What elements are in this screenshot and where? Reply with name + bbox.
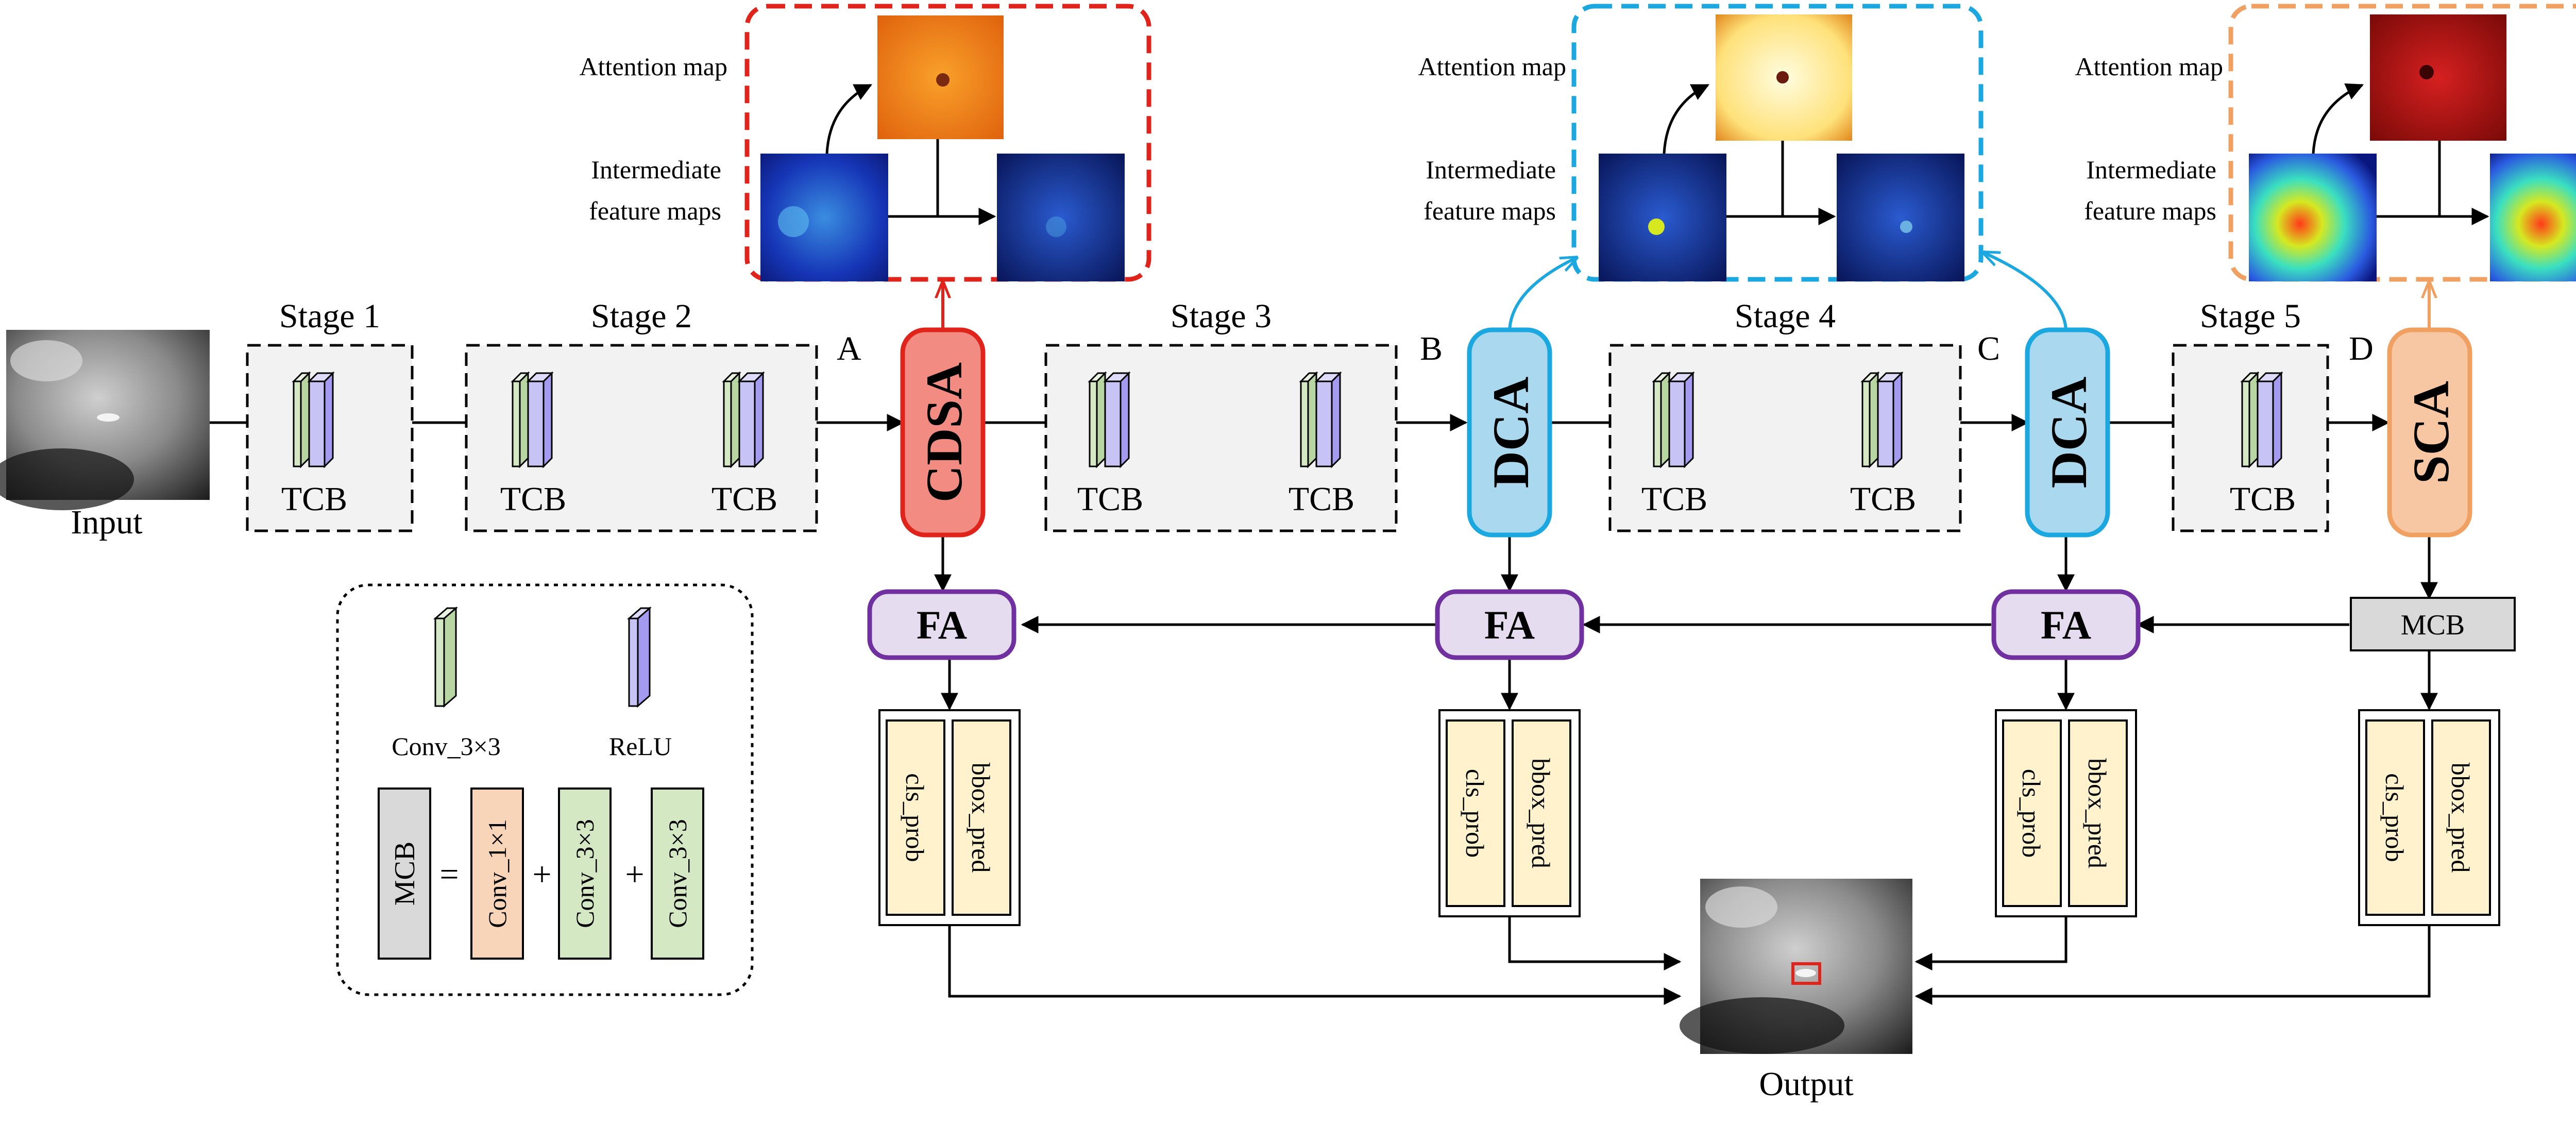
cls-prob-label: cls_prob [2380,773,2409,862]
bbox-pred-label: bbox_pred [2083,758,2112,868]
attention-up-arrows [943,253,2429,330]
stage-label: Stage 1 [279,297,380,335]
tcb-block: TCB [1289,371,1354,518]
cls-prob-label: cls_prob [901,773,929,862]
tcb-block: TCB [1077,371,1143,518]
inset-label-c: Attention map Intermediate feature maps [2075,52,2223,225]
dca-label-c: DCA [2040,377,2097,489]
legend-conv1x1-label: Conv_1×1 [483,819,512,928]
cdsa-module: CDSA [900,327,986,538]
inset-connectors [825,83,2489,225]
lower-connectors [934,535,2438,1005]
cdsa-label: CDSA [916,362,973,502]
sca-label: SCA [2402,381,2460,484]
dca-module-b: DCA [1467,327,1552,538]
fa-block-b: FA [1435,589,1584,660]
prediction-head: cls_prob bbox_pred [2358,709,2500,926]
stage-label: Stage 3 [1171,297,1272,335]
feature-maps-label-a: feature maps [589,196,721,225]
tcb-label: TCB [2230,480,2296,518]
output-image [1680,879,1912,1054]
input-label: Input [71,504,142,541]
fa-block-a: FA [867,589,1016,660]
tcb-block: TCB [1641,371,1707,518]
detection-box [1791,962,1821,985]
attention-map-label-b: Attention map [1418,52,1566,81]
feature-maps-label-c: feature maps [2084,196,2216,225]
stage-label: Stage 2 [591,297,692,335]
input-image [0,330,210,510]
fa-label-b: FA [1484,602,1535,647]
tcb-block: TCB [711,371,777,518]
cls-prob-label: cls_prob [1461,769,1489,858]
dca-label-b: DCA [1482,377,1539,489]
tcb-block: TCB [500,371,566,518]
bbox-pred-label: bbox_pred [2446,763,2475,873]
tcb-label: TCB [500,480,566,518]
legend-conv3x3-label-1: Conv_3×3 [570,819,599,928]
stage-1: Stage 1 TCB [246,297,414,532]
legend-plus-2: + [625,856,644,893]
output-label: Output [1759,1065,1853,1103]
intermediate-label-b: Intermediate [1426,155,1556,184]
tcb-label: TCB [711,480,777,518]
tcb-block: TCB [1850,371,1916,518]
tcb-label: TCB [1641,480,1707,518]
attention-inset-b [1571,4,1984,282]
legend-mcb-label: MCB [389,842,421,906]
point-label-b: B [1420,330,1443,367]
feature-maps-label-b: feature maps [1423,196,1556,225]
attention-inset-a [744,4,1151,282]
mcb-block: MCB [2350,597,2516,651]
stage-3: Stage 3 TCB TCB [1044,297,1398,532]
legend-conv-icon [433,606,459,708]
fa-label-c: FA [2041,602,2091,647]
legend-equals: = [439,856,459,893]
point-label-d: D [2349,330,2374,367]
prediction-head: cls_prob bbox_pred [878,709,1021,926]
dca-module-c: DCA [2025,327,2110,538]
bbox-pred-label: bbox_pred [1527,758,1555,868]
legend-conv3x3-label-2: Conv_3×3 [663,819,692,928]
inset-label-a: Attention map Intermediate feature maps [580,52,727,225]
tcb-label: TCB [1289,480,1354,518]
legend-relu-icon [626,606,652,708]
stage-4: Stage 4 TCB TCB [1608,297,1962,532]
tcb-label: TCB [1850,480,1916,518]
inset-label-b: Attention map Intermediate feature maps [1418,52,1566,225]
legend: Conv_3×3 ReLU MCB = Conv_1×1 + Conv_3×3 … [336,583,754,996]
tcb-block: TCB [281,371,347,518]
stage-label: Stage 4 [1735,297,1836,335]
legend-conv-label: Conv_3×3 [392,732,501,761]
legend-relu-label: ReLU [609,732,672,761]
fa-block-c: FA [1991,589,2141,660]
point-label-c: C [1977,330,2000,367]
attention-map-label-a: Attention map [580,52,727,81]
stage-5: Stage 5 TCB [2172,297,2329,532]
intermediate-label-a: Intermediate [591,155,721,184]
bbox-pred-label: bbox_pred [967,763,995,873]
stage-label: Stage 5 [2200,297,2301,335]
sca-module: SCA [2387,327,2472,538]
intermediate-label-c: Intermediate [2086,155,2216,184]
cls-prob-label: cls_prob [2017,769,2046,858]
attention-inset-c [2228,4,2576,282]
stage-2: Stage 2 TCB TCB [465,297,818,532]
prediction-head: cls_prob bbox_pred [1995,709,2137,917]
tcb-label: TCB [1077,480,1143,518]
attention-map-label-c: Attention map [2075,52,2223,81]
point-label-a: A [837,330,861,367]
tcb-block: TCB [2230,371,2296,518]
mcb-label: MCB [2401,609,2465,641]
legend-plus-1: + [532,856,551,893]
fa-label-a: FA [917,602,967,647]
prediction-head: cls_prob bbox_pred [1438,709,1581,917]
tcb-label: TCB [281,480,347,518]
